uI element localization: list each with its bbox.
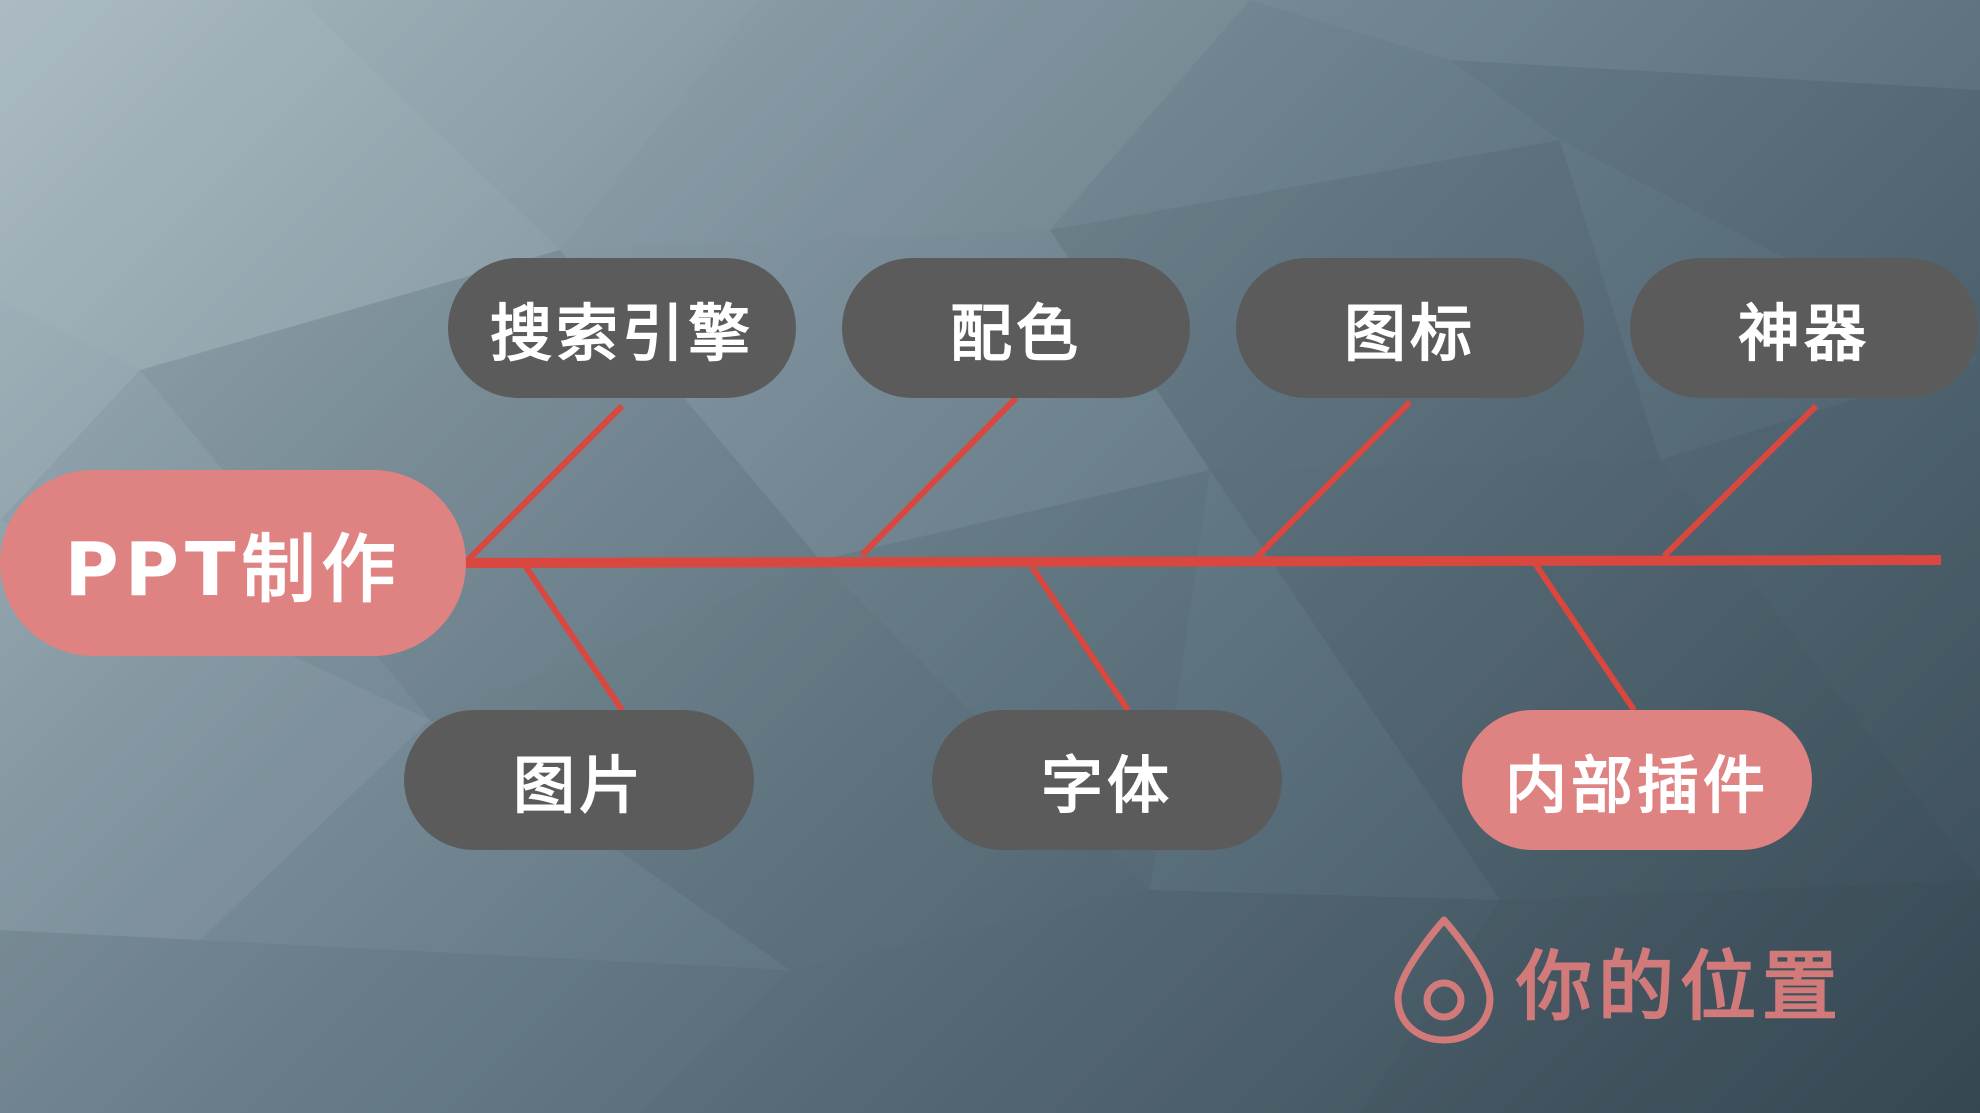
- branch-node-search-engine: 搜索引擎: [448, 258, 796, 398]
- branch-node-tools: 神器: [1630, 258, 1978, 398]
- branch-node-images: 图片: [404, 710, 754, 850]
- branch-node-internal-plugins: 内部插件: [1462, 710, 1812, 850]
- branch-line-搜索引擎: [465, 403, 625, 563]
- branch-line-图片: [523, 565, 625, 712]
- branch-node-color-scheme: 配色: [842, 258, 1190, 398]
- branch-line-内部插件: [1533, 563, 1637, 712]
- root-node: PPT制作: [0, 470, 466, 656]
- branch-node-fonts: 字体: [932, 710, 1282, 850]
- branch-line-配色: [859, 395, 1019, 558]
- branch-line-神器: [1661, 403, 1819, 559]
- spine-line: [460, 554, 1942, 569]
- location-drop-icon: [1394, 916, 1494, 1044]
- branch-line-图标: [1253, 399, 1413, 561]
- location-legend: 你的位置: [1392, 916, 1844, 1044]
- legend-label: 你的位置: [1516, 942, 1844, 1031]
- branch-node-icons: 图标: [1236, 258, 1584, 398]
- branch-line-字体: [1029, 565, 1131, 712]
